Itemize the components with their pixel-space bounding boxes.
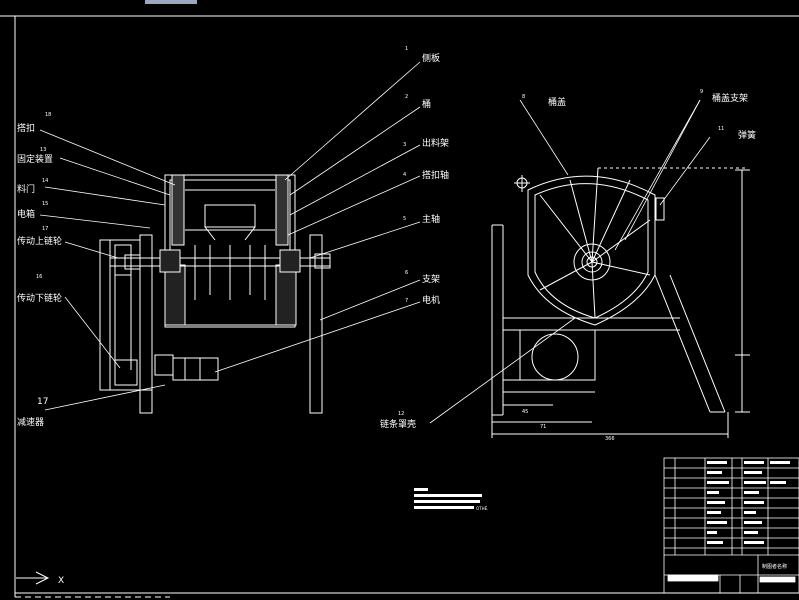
- callout-label: 侧板: [422, 52, 440, 64]
- callout-label: 弹簧: [738, 129, 756, 141]
- callout-label: 主轴: [422, 213, 440, 225]
- dimension-label: 71: [540, 424, 546, 430]
- callout-num: 14: [42, 178, 48, 184]
- callout-num: 6: [405, 270, 408, 276]
- callout-num: 15: [42, 201, 48, 207]
- callout-num: 13: [40, 147, 46, 153]
- callout-num: 11: [718, 126, 724, 132]
- callout-num: 17: [42, 226, 48, 232]
- callout-num: 9: [700, 89, 703, 95]
- axis-x-label: X: [58, 576, 64, 586]
- callout-num: 12: [398, 411, 404, 417]
- technical-notes: OTHÉ.: [414, 488, 488, 511]
- front-view-leaders: [39, 61, 421, 411]
- front-view: [99, 174, 331, 414]
- callout-label: 桶盖支架: [712, 92, 748, 104]
- callout-label: 桶: [422, 98, 431, 110]
- callout-label: 料门: [17, 183, 35, 195]
- callout-label: 搭扣: [17, 122, 35, 134]
- title-block: [663, 457, 799, 594]
- callout-label: 减速器: [17, 416, 44, 428]
- callout-num: 18: [45, 112, 51, 118]
- callout-label: 支架: [422, 273, 440, 285]
- callout-num: 7: [405, 298, 408, 304]
- side-view-labels: 8 桶盖 9 桶盖支架 11 弹簧 12 链条罩壳 45 71 366: [380, 89, 756, 442]
- callout-label: 出料架: [422, 137, 449, 149]
- callout-num: 8: [522, 94, 525, 100]
- callout-label: 链条罩壳: [380, 418, 416, 430]
- sheet-border: [0, 15, 799, 598]
- title-block-fills: 制图者名称: [707, 461, 790, 570]
- callout-num: 17: [37, 397, 48, 407]
- front-view-labels: 1 侧板 2 桶 3 出料架 4 搭扣轴 5 主轴 6 支架 7 电机 18 搭…: [17, 46, 449, 428]
- ucs-origin-icon: X: [16, 571, 64, 586]
- side-view: [491, 167, 750, 438]
- toolbar-remnant: [145, 0, 197, 4]
- callout-num: 1: [405, 46, 408, 52]
- dimension-label: 366: [605, 436, 615, 442]
- dimension-label: 45: [522, 409, 528, 415]
- callout-label: 电机: [422, 294, 440, 306]
- callout-label: 桶盖: [548, 96, 566, 108]
- callout-label: 传动下链轮: [17, 292, 62, 304]
- drawing-title: 制图者名称: [762, 563, 787, 570]
- side-view-leaders: [429, 99, 711, 424]
- callout-num: 3: [403, 142, 406, 148]
- callout-label: 传动上链轮: [17, 235, 62, 247]
- callout-num: 16: [36, 274, 42, 280]
- notes-suffix: OTHÉ.: [476, 506, 488, 511]
- callout-num: 5: [403, 216, 406, 222]
- callout-num: 4: [403, 172, 406, 178]
- callout-label: 电箱: [17, 208, 35, 220]
- callout-num: 2: [405, 94, 408, 100]
- callout-label: 搭扣轴: [422, 169, 449, 181]
- callout-label: 固定装置: [17, 153, 53, 165]
